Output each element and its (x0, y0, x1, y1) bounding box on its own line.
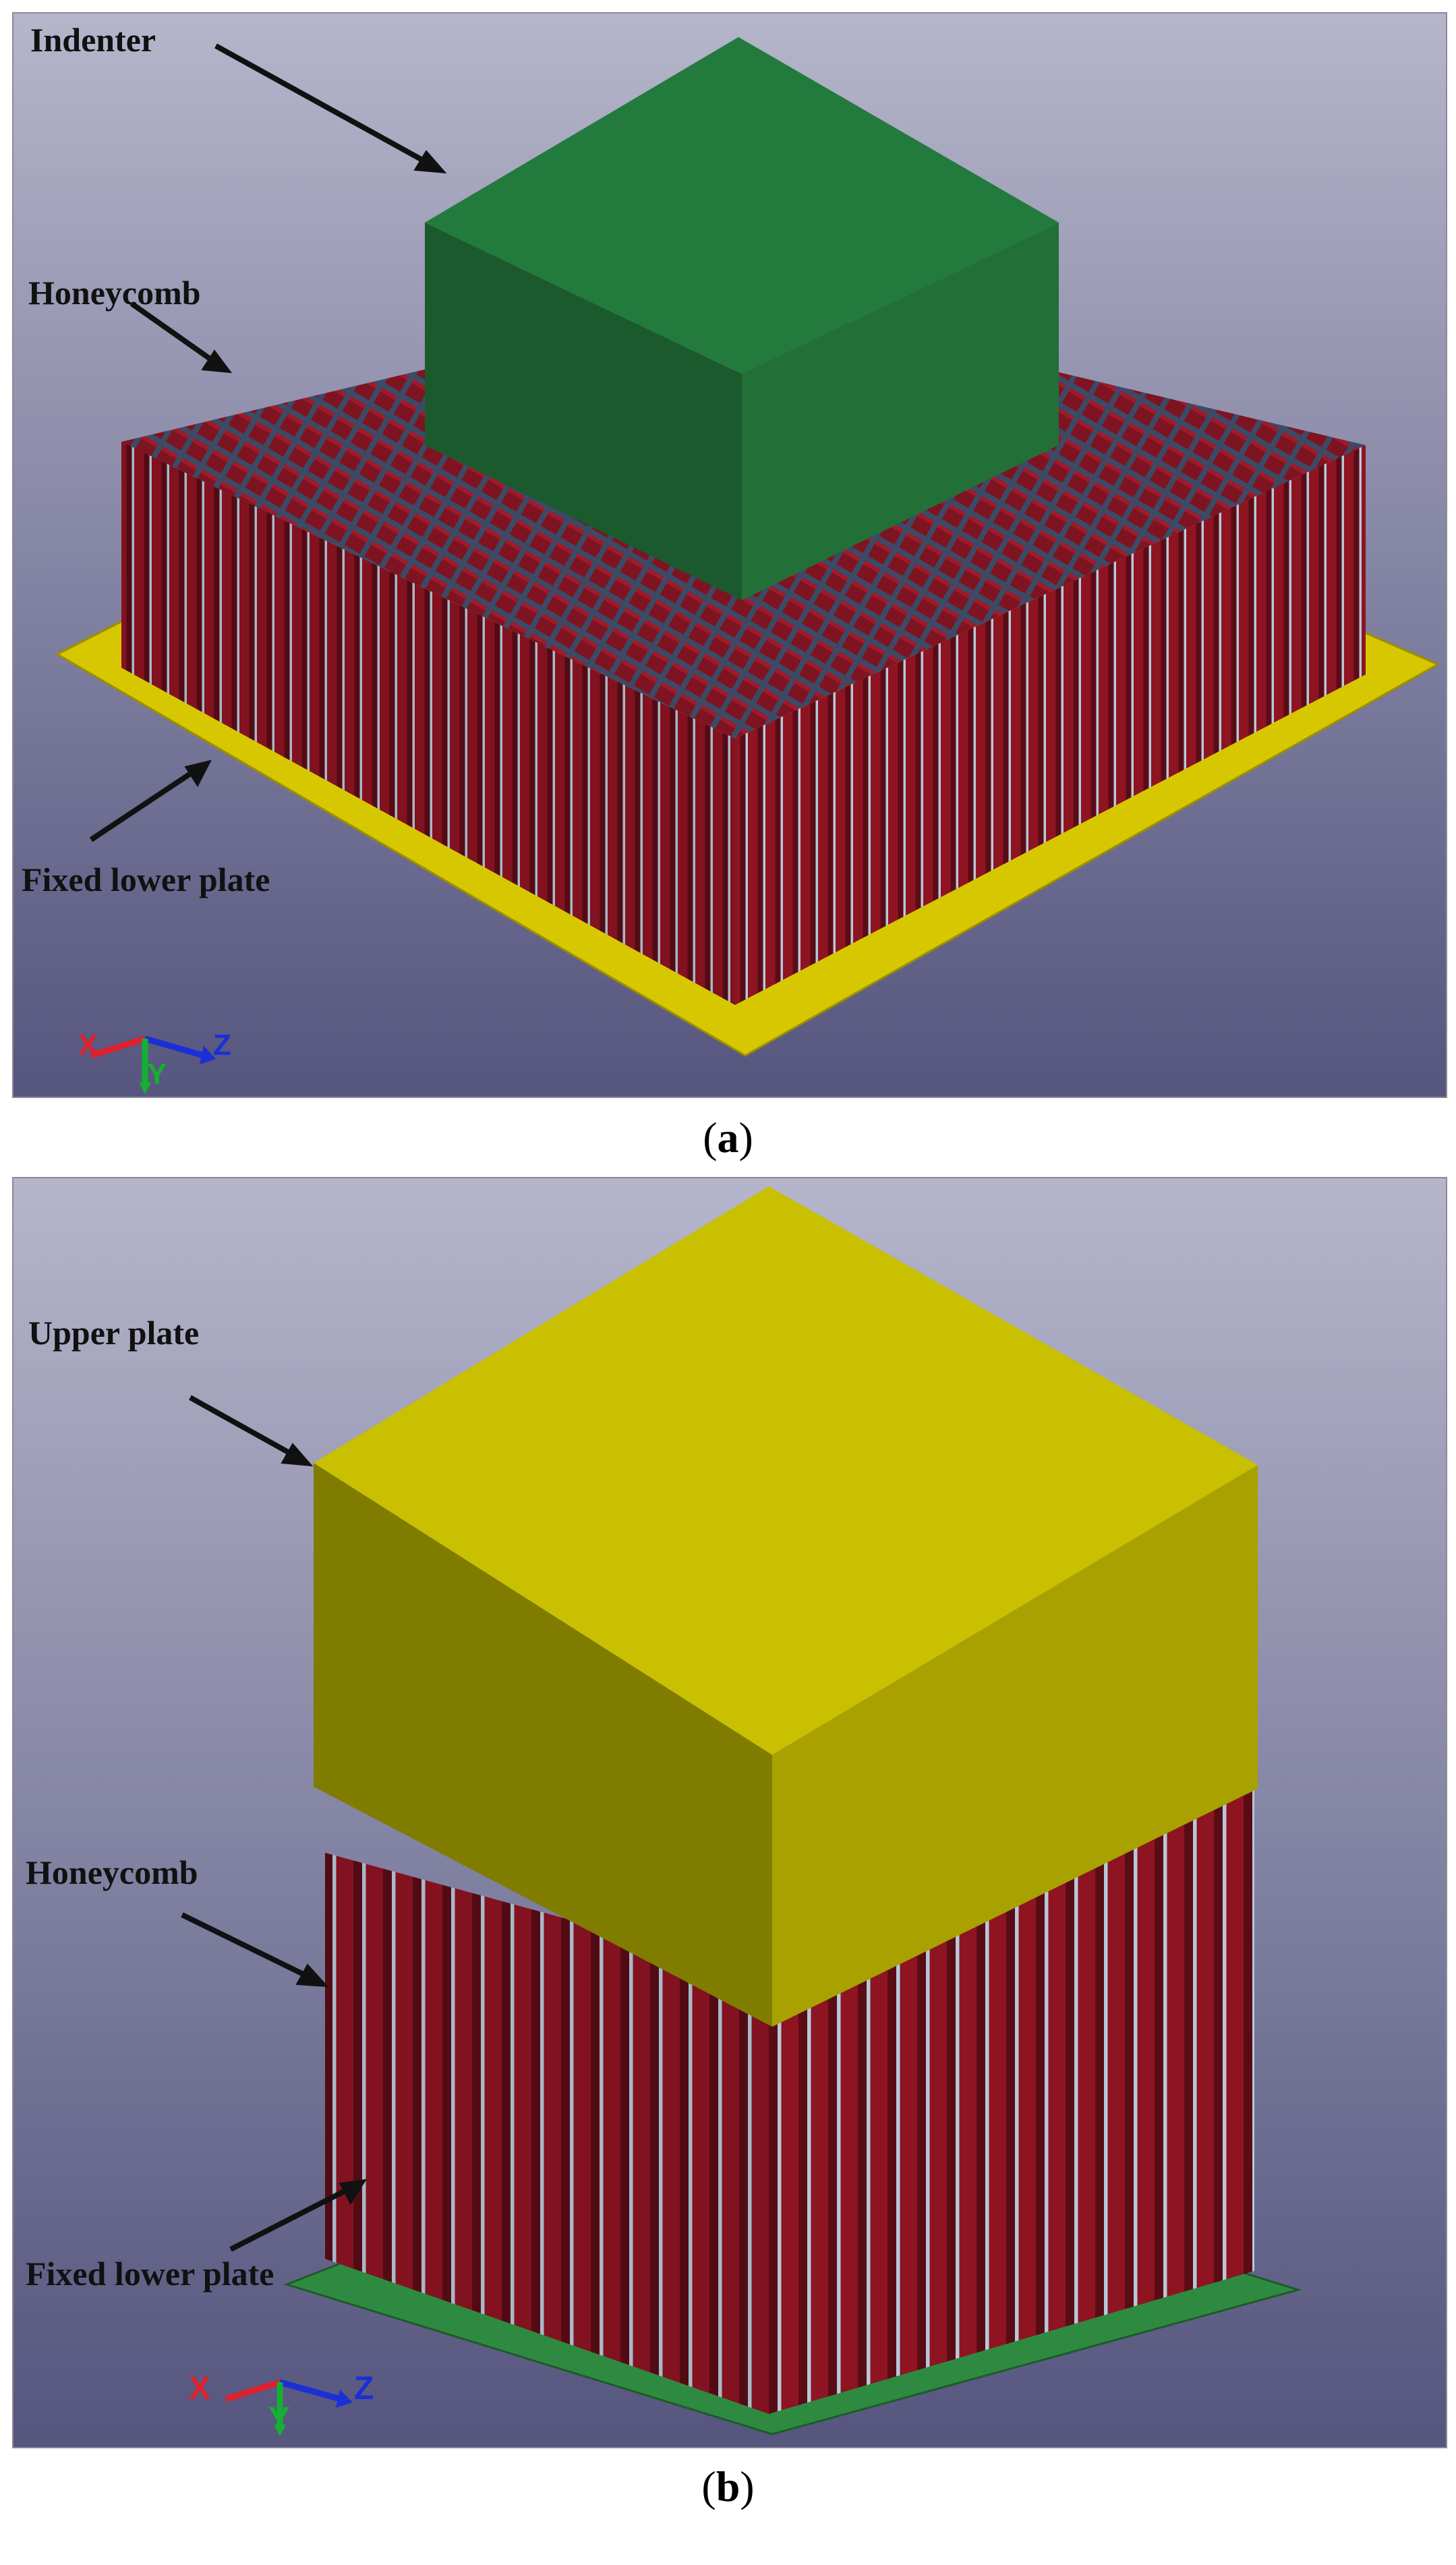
panel-a: Indenter Honeycomb Fixed lower plate X Z… (12, 12, 1447, 1098)
axis-y-label: Y (268, 2401, 291, 2437)
indenter-top (425, 37, 1059, 374)
honeycomb-arrowhead-icon (201, 349, 233, 374)
axis-z-label: Z (213, 1029, 231, 1062)
honeycomb-left-face (325, 1853, 769, 2414)
indenter-arrow (214, 43, 430, 166)
caption-a-letter: a (717, 1114, 739, 1161)
honeycomb-arrow (129, 301, 218, 366)
upper-plate-right-face (772, 1465, 1258, 2027)
indenter (425, 37, 1059, 600)
panel-a-scene (13, 13, 1446, 1097)
axis-x-label: X (78, 1029, 98, 1062)
caption-b: (b) (701, 2462, 755, 2510)
honeycomb-label: Honeycomb (26, 1853, 198, 1891)
axis-triad (90, 1035, 216, 1094)
lower-plate-arrowhead-icon (339, 2179, 367, 2205)
upper-plate-arrowhead-icon (281, 1443, 314, 1467)
honeycomb-arrowhead-icon (295, 1963, 329, 1988)
lower-plate-arrowhead-icon (184, 759, 212, 788)
upper-plate-arrow (189, 1395, 297, 1459)
panel-b-scene (13, 1178, 1446, 2447)
axis-triad (225, 2379, 353, 2436)
indenter-left-face (425, 223, 742, 600)
lower-plate-arrow (89, 768, 198, 842)
honeycomb-arrow (181, 1912, 312, 1980)
honeycomb-label: Honeycomb (28, 274, 201, 312)
fixed-lower-plate-label: Fixed lower plate (26, 2255, 274, 2293)
axis-y-label: Y (147, 1058, 167, 1091)
caption-a: (a) (703, 1114, 753, 1161)
axis-x-label: X (189, 2371, 211, 2407)
upper-plate-top (314, 1186, 1258, 1755)
upper-plate-left-face (314, 1463, 772, 2027)
caption-b-letter: b (716, 2462, 740, 2510)
indenter-arrowhead-icon (413, 150, 447, 174)
upper-plate-label: Upper plate (28, 1314, 200, 1352)
indenter-right-face (742, 223, 1059, 600)
lower-plate-arrow (229, 2186, 351, 2252)
panel-b: Upper plate Honeycomb Fixed lower plate … (12, 1177, 1447, 2448)
callout-arrows (181, 1395, 367, 2252)
callout-arrows (89, 43, 447, 842)
fixed-lower-plate-label: Fixed lower plate (22, 861, 270, 898)
indenter-label: Indenter (30, 21, 156, 59)
upper-plate (314, 1186, 1258, 2027)
honeycomb-right-face (735, 445, 1366, 1005)
honeycomb-left-face (121, 442, 735, 1005)
axis-z-label: Z (354, 2371, 374, 2407)
